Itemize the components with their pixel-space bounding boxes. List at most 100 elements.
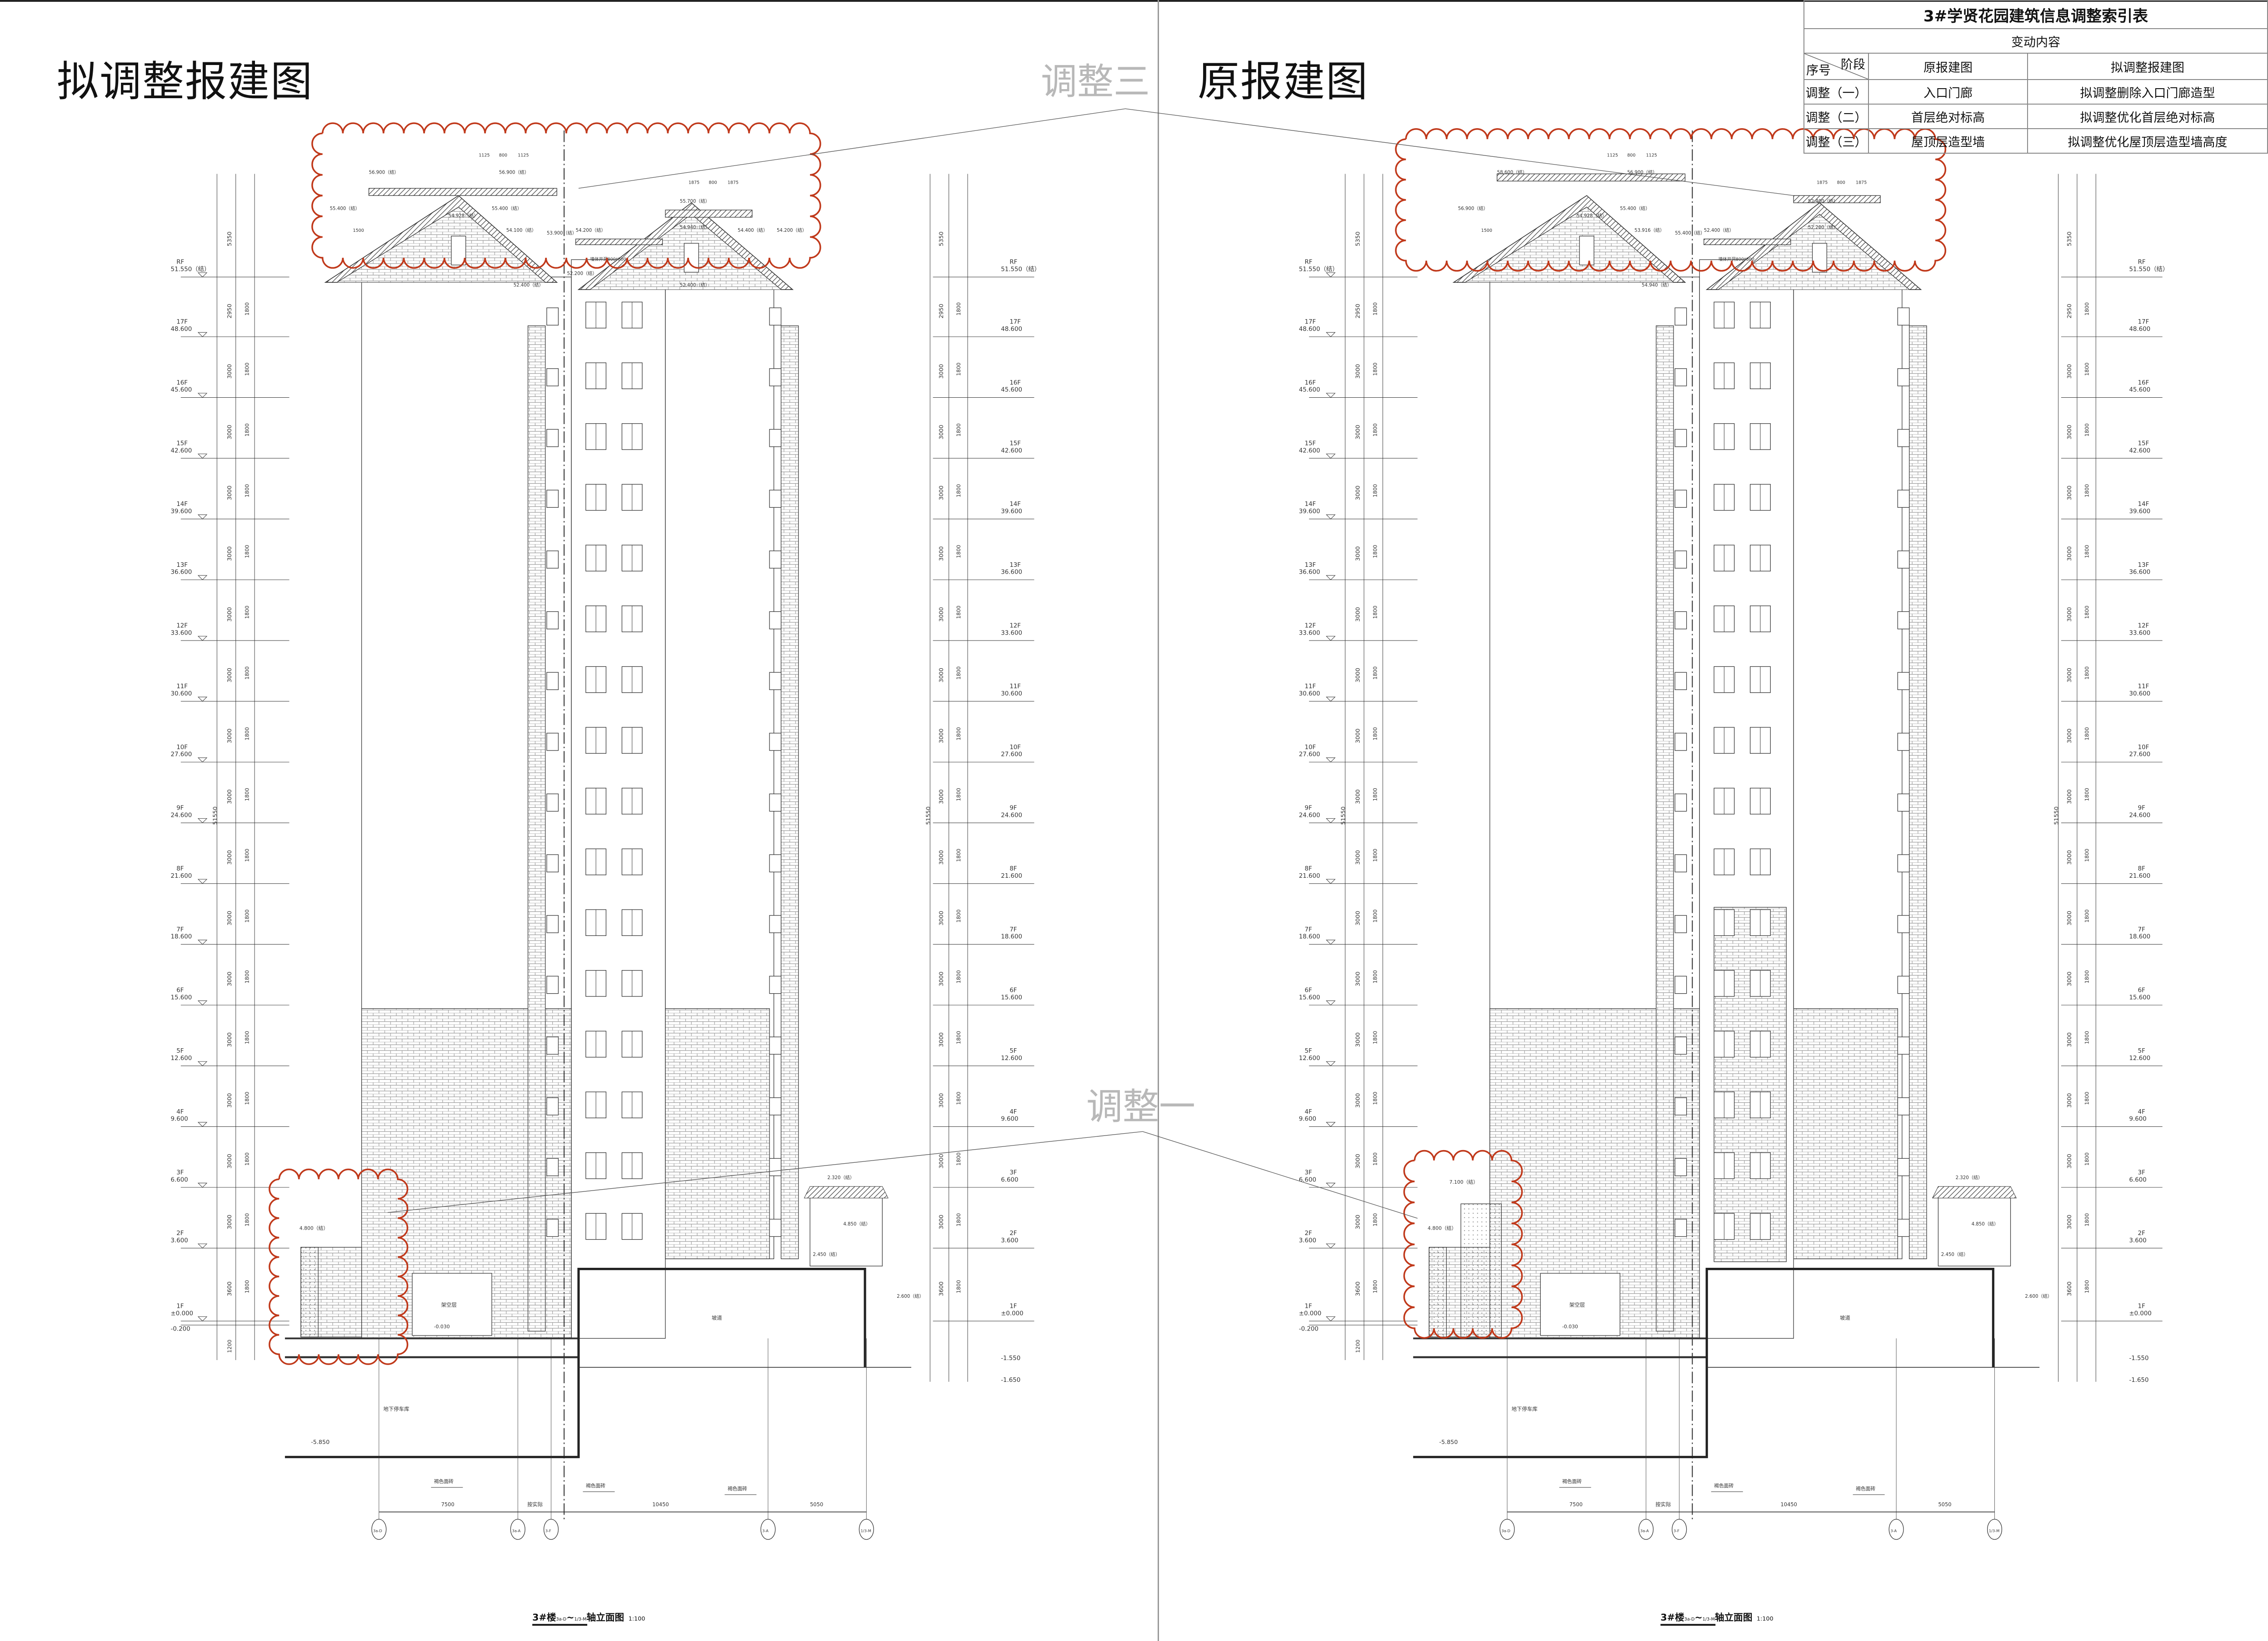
axis-label: 3-F [545,1529,551,1533]
dim-plinth: 1200 [226,1340,233,1353]
level-floor-label: 9F [1009,805,1017,811]
dim-window-height: 1800 [244,545,250,558]
level-floor-label: 4F [1009,1109,1017,1116]
dim-floor-height: 3000 [2066,1093,2073,1108]
gable-infill [336,207,546,283]
table-row: 调整（三） 屋顶层造型墙 拟调整优化屋顶层造型墙高度 [1803,128,2268,154]
annex-level-label: 2.450（结） [1941,1251,1968,1257]
finish-label: 褐色面砖 [1856,1485,1875,1491]
level-elevation-label: 6.600 [2129,1176,2146,1183]
row-proposed: 拟调整优化屋顶层造型墙高度 [2027,128,2268,154]
dim-floor-height: 3000 [938,364,944,379]
level-floor-label: 3F [1305,1169,1312,1176]
dim-floor-height: 3000 [2066,729,2073,743]
level-floor-label: 10F [176,744,188,751]
roof-elevation-label: 54.928（结） [1577,213,1607,219]
axis-span-label: 5050 [810,1501,823,1507]
roof-note: 墙体开洞800*800 [1718,256,1754,262]
dim-window-height: 1800 [244,1092,250,1105]
window [546,490,559,508]
dim-floor-height: 3000 [2066,425,2073,439]
level-elevation-label: -0.200 [171,1326,190,1333]
level-marker-icon [197,879,208,884]
title-original: 原报建图 [1198,57,1369,106]
dim-window-height: 1800 [2083,1092,2090,1105]
level-elevation-label: 12.600 [2129,1055,2150,1062]
level-elevation-label: 30.600 [1001,690,1022,697]
roof-dim-label: 1125 [1646,153,1657,158]
level-elevation-label: 21.600 [2129,873,2150,880]
cloud-level-label: 4.800（结） [1428,1226,1456,1231]
axis-label: 3-F [1674,1529,1679,1533]
cloud-level-label: 4.800（结） [300,1226,328,1231]
window [1674,550,1687,569]
dim-floor-height: 2950 [2066,304,2073,318]
level-elevation-label: 24.600 [1001,812,1022,819]
axis-bubble [510,1519,525,1540]
level-floor-label: 10F [1009,744,1021,751]
axis-span-label: 10450 [652,1501,669,1507]
dim-floor-height: 3000 [2066,668,2073,682]
sheet-divider [1158,0,1159,1641]
dim-floor-height: 3000 [226,546,233,561]
leader-adjust-one [1142,1131,1418,1219]
level-elevation-label: 3.600 [1001,1237,1018,1244]
level-floor-label: 9F [2138,805,2145,811]
annex-level-label: 2.320（结） [1956,1175,1983,1181]
level-marker-icon [197,514,208,520]
dim-floor-height: 3000 [1354,546,1361,561]
axis-bubble [371,1519,387,1540]
revision-cloud-entry-original [1403,1150,1523,1339]
window [546,976,559,994]
header-proposed: 拟调整报建图 [2027,53,2268,80]
dim-floor-height: 3000 [938,485,944,500]
axis-span-label: 按实际 [1655,1501,1671,1507]
level-floor-label: 13F [176,562,188,569]
revision-cloud-roof-original [1395,128,1947,272]
axis-label: 3a-D [373,1529,382,1533]
dim-window-height: 1800 [244,1031,250,1044]
roof-elevation-label: 56.900（结） [499,169,529,175]
window [1897,915,1910,933]
level-floor-label: 11F [176,683,188,690]
brick-column [1656,325,1674,1332]
window [1897,733,1910,751]
level-marker-icon [197,454,208,459]
level-floor-label: 5F [2138,1048,2145,1055]
window [1897,1219,1910,1237]
level-elevation-label: -1.650 [1001,1377,1020,1384]
dim-floor-height: 3000 [938,546,944,561]
axis-span-label: 5050 [1938,1501,1951,1507]
roof-elevation-label: 52.400（结） [680,282,710,288]
level-marker-icon [1326,1243,1336,1249]
window [1897,611,1910,630]
level-floor-label: 4F [1305,1109,1312,1116]
ramp-label: 坡道 [712,1315,722,1321]
level-elevation-label: 9.600 [1299,1116,1316,1123]
window [1674,854,1687,872]
level-marker-icon [197,272,208,278]
dim-floor-height: 2950 [1354,304,1361,318]
dim-floor-height: 3600 [2066,1281,2073,1296]
brick-cladding-right [1793,1008,1898,1259]
level-floor-label: 5F [176,1048,184,1055]
level-elevation-label: 51.550（结） [171,266,210,273]
window [769,429,782,447]
roof-elevation-label: 56.900（结） [1458,205,1488,211]
finish-label: 褐色面砖 [1562,1478,1582,1485]
level-elevation-label: 24.600 [171,812,192,819]
dim-window-height: 1800 [955,605,962,619]
level-elevation-label: -1.550 [2129,1355,2148,1362]
level-floor-label: 7F [176,926,184,933]
level-elevation-label: 27.600 [171,751,192,758]
level-marker-icon [1326,818,1336,823]
level-floor-label: RF [176,259,184,266]
level-floor-label: 12F [1305,622,1316,629]
podium-stone [300,1247,319,1337]
row-proposed: 拟调整优化首层绝对标高 [2027,104,2268,129]
level-elevation-label: 42.600 [2129,447,2150,454]
dim-floor-height: 3600 [1354,1281,1361,1296]
basement-level-label: -5.850 [1439,1439,1458,1446]
